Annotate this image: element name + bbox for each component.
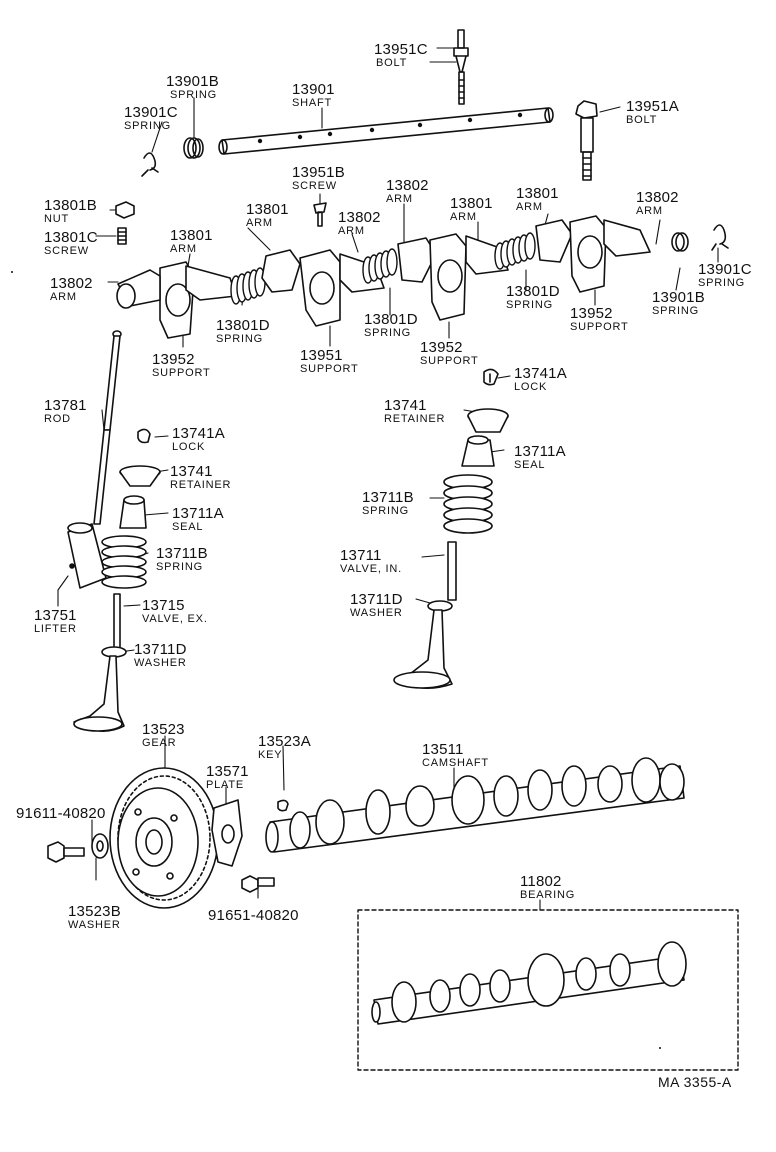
intake-valve-stack-art	[393, 408, 509, 689]
key-art	[277, 799, 289, 812]
bolt-13951c-art	[453, 29, 469, 105]
spring-top-left-art	[141, 137, 204, 177]
lock-right-art	[483, 368, 499, 386]
label-91611-40820: 91611-40820	[16, 805, 106, 822]
bearing-box-art	[357, 909, 739, 1071]
thrust-plate-art	[211, 799, 243, 867]
timing-gear-art	[109, 767, 219, 909]
figure-code: MA 3355-A	[658, 1074, 732, 1090]
bolt-91651-art	[241, 875, 275, 893]
bolt-13951a-art	[575, 100, 598, 181]
pushrod-lifter-art	[67, 330, 122, 589]
exhaust-valve-stack-art	[73, 428, 161, 732]
label-91651-40820: 91651-40820	[208, 907, 299, 924]
rocker-arm-assembly-art	[116, 215, 651, 339]
camshaft-art	[265, 757, 685, 853]
washer-bolt-left-art	[47, 833, 109, 863]
nut-screw-art	[115, 201, 135, 245]
screw-13951b-art	[313, 202, 327, 227]
spring-top-right-art	[671, 224, 729, 252]
rocker-shaft-art	[218, 107, 554, 155]
